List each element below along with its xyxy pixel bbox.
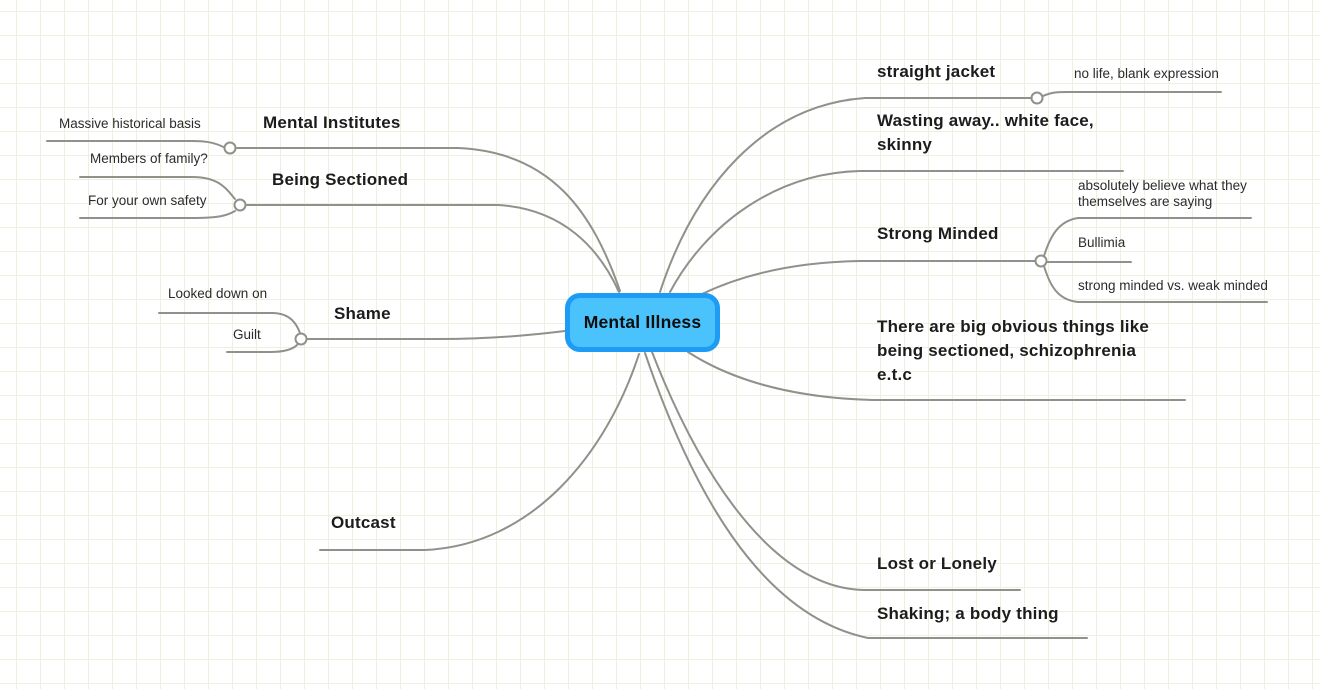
edge-shaking [644, 352, 1088, 639]
edge-wasting-away [669, 170, 1124, 293]
edge-big-obvious [687, 351, 1186, 401]
root-node-label: Mental Illness [583, 312, 702, 332]
edge-mental-institutes [236, 147, 621, 292]
edge-looked-down-on [158, 312, 301, 334]
edge-straight-jacket [659, 97, 1032, 293]
node-bullimia[interactable]: Bullimia [1078, 235, 1126, 250]
node-mental-institutes[interactable]: Mental Institutes [263, 113, 401, 132]
node-members-of-family[interactable]: Members of family? [90, 151, 208, 166]
node-for-your-own-safety[interactable]: For your own safety [88, 193, 207, 208]
edge-strong-minded [701, 260, 1036, 295]
node-outcast[interactable]: Outcast [331, 513, 396, 532]
node-wasting-away[interactable]: Wasting away.. white face, skinny [877, 111, 1094, 154]
edge-massive-historical-basis [46, 140, 225, 148]
node-lost-or-lonely[interactable]: Lost or Lonely [877, 554, 997, 573]
node-massive-historical-basis[interactable]: Massive historical basis [59, 116, 201, 131]
edge-strong-vs-weak [1043, 265, 1268, 303]
root-node-mental-illness[interactable]: Mental Illness [565, 293, 720, 352]
edge-members-of-family [79, 176, 236, 200]
edge-for-your-own-safety [79, 210, 236, 219]
node-looked-down-on[interactable]: Looked down on [168, 286, 268, 301]
edge-guilt [226, 344, 298, 353]
node-shaking[interactable]: Shaking; a body thing [877, 604, 1059, 623]
node-absolutely-believe[interactable]: absolutely believe what they themselves … [1078, 178, 1247, 209]
edge-no-life [1042, 91, 1222, 97]
connector-dot-mental-institutes [223, 141, 237, 155]
node-straight-jacket[interactable]: straight jacket [877, 62, 996, 81]
edge-absolutely-believe [1043, 217, 1252, 257]
node-no-life[interactable]: no life, blank expression [1074, 66, 1219, 81]
node-big-obvious[interactable]: There are big obvious things like being … [877, 317, 1150, 384]
connector-dot-shame [294, 332, 308, 346]
node-guilt[interactable]: Guilt [233, 327, 261, 342]
node-strong-minded[interactable]: Strong Minded [877, 224, 999, 243]
connector-dot-being-sectioned [233, 198, 247, 212]
connector-dot-strong-minded [1034, 254, 1048, 268]
edge-being-sectioned [246, 204, 620, 293]
edge-outcast [319, 353, 640, 551]
connector-dot-straight-jacket [1030, 91, 1044, 105]
node-shame[interactable]: Shame [334, 304, 391, 323]
node-strong-vs-weak[interactable]: strong minded vs. weak minded [1078, 278, 1268, 293]
edge-lost-or-lonely [651, 351, 1021, 591]
node-being-sectioned[interactable]: Being Sectioned [272, 170, 409, 189]
edge-shame [307, 330, 566, 340]
